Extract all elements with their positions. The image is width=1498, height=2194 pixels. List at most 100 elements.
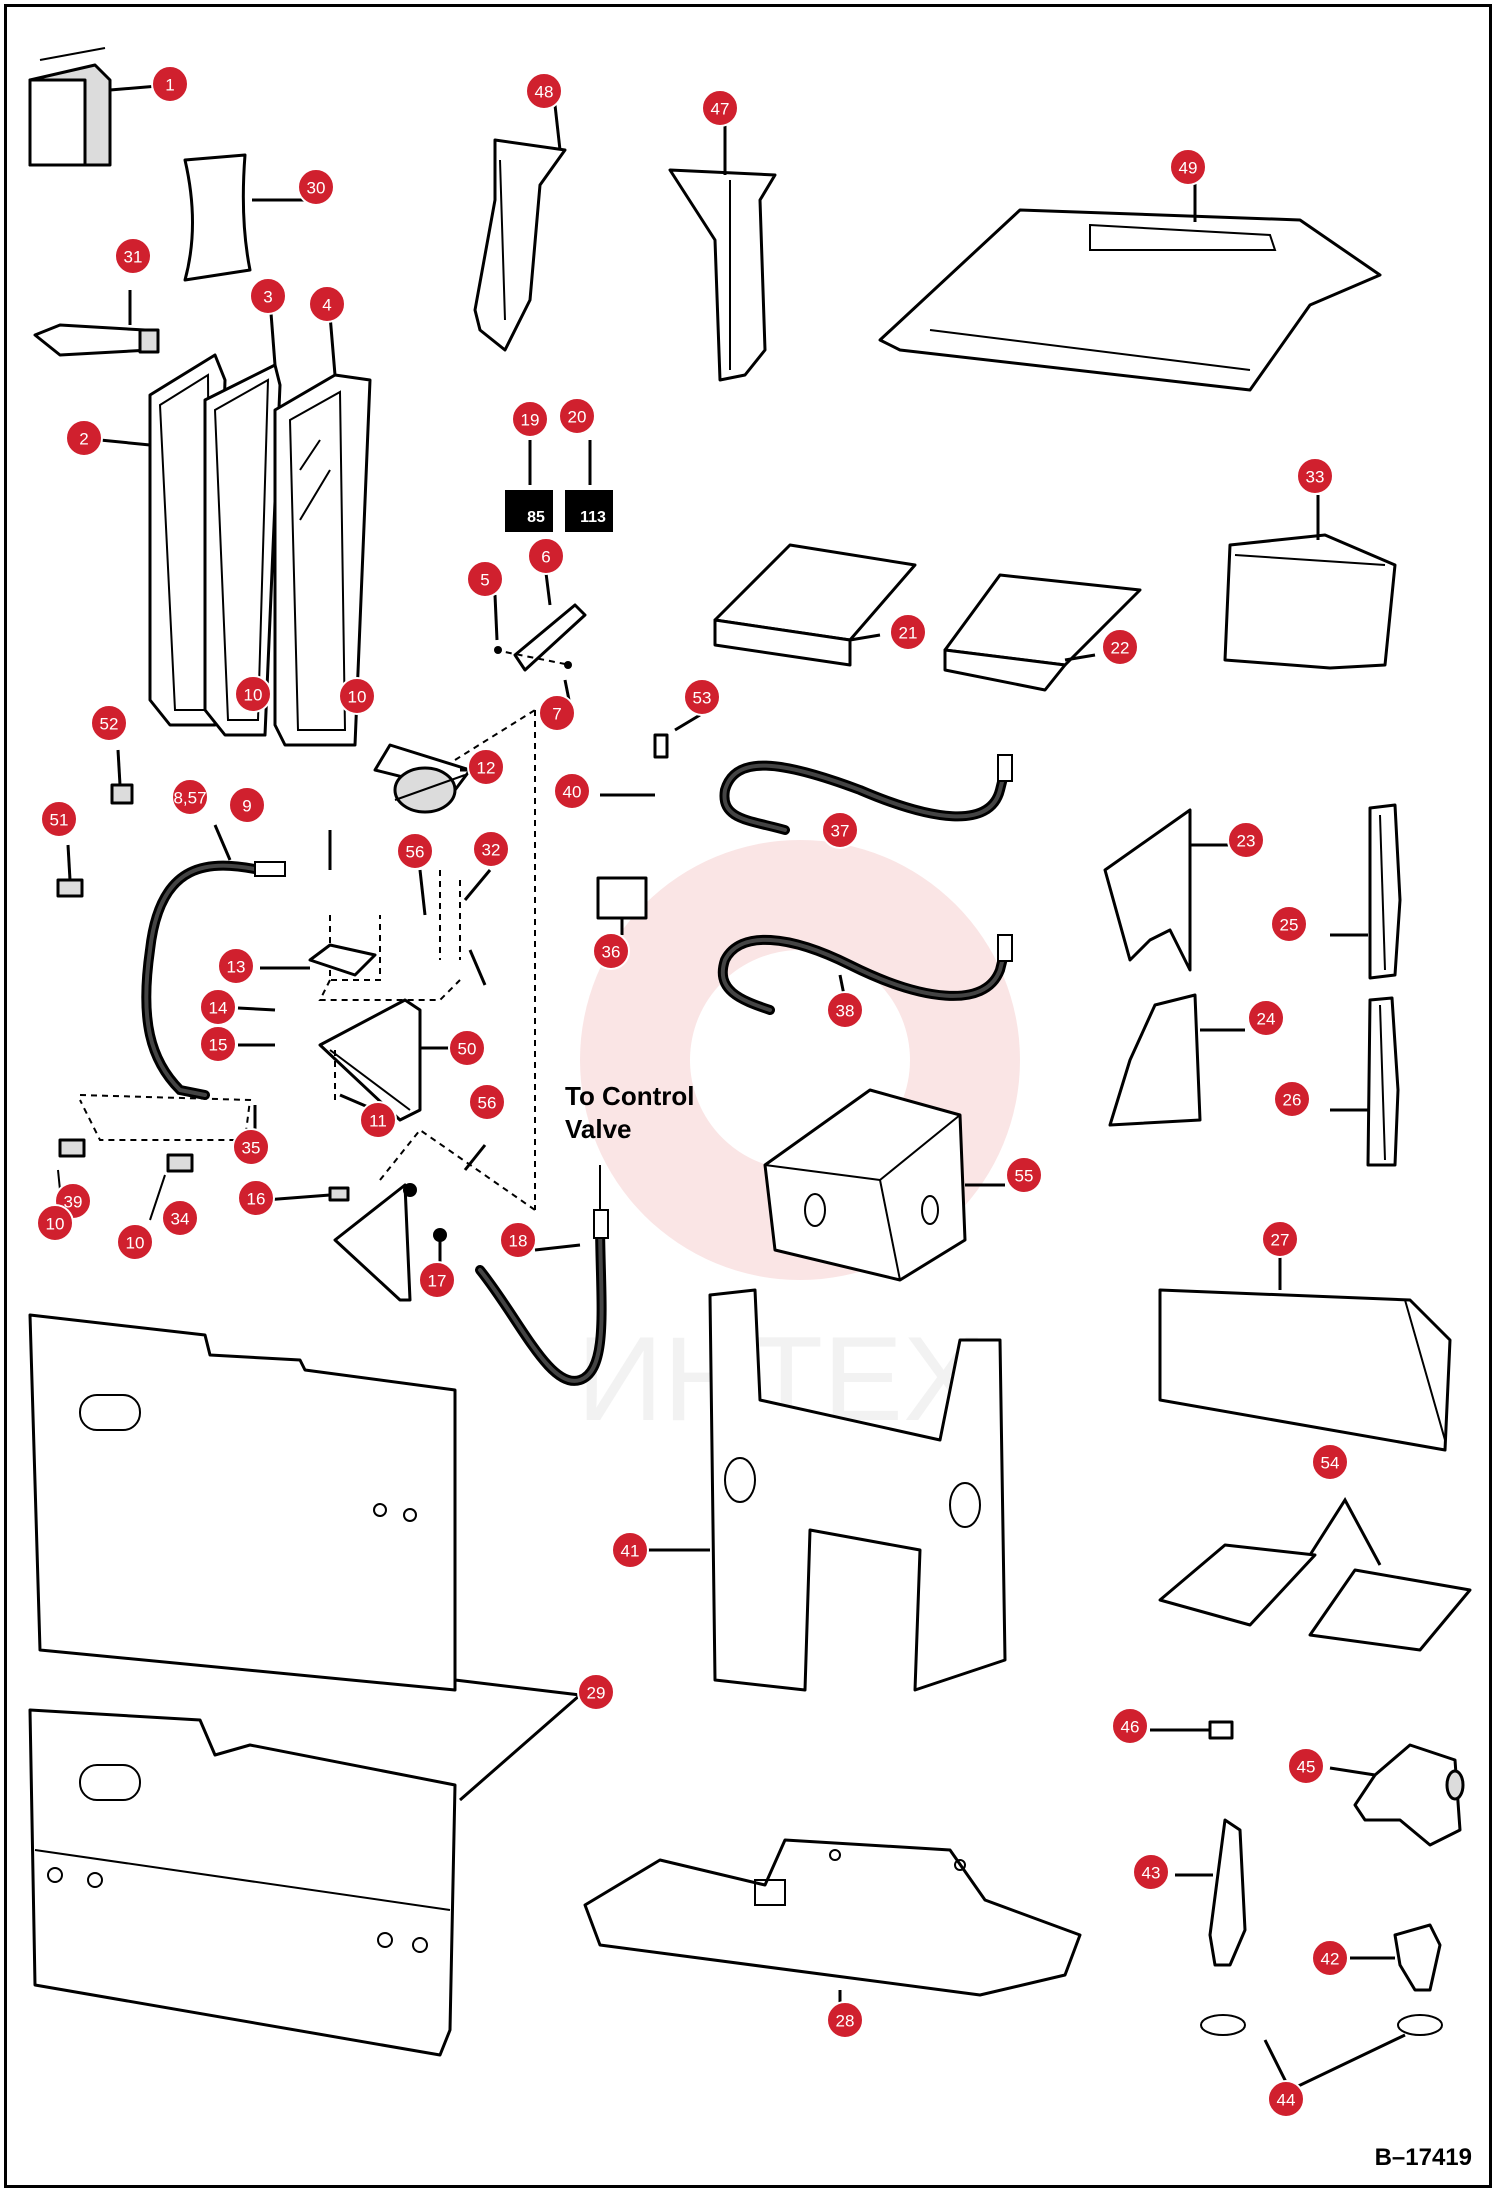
part-40-53-screw — [600, 713, 701, 797]
callout-40: 40 — [553, 772, 591, 810]
callout-32: 32 — [472, 830, 510, 868]
callout-6: 6 — [527, 537, 565, 575]
svg-text:6: 6 — [541, 548, 550, 567]
svg-text:30: 30 — [307, 179, 326, 198]
svg-text:7: 7 — [552, 705, 561, 724]
part-12-canister — [373, 709, 536, 1210]
svg-text:4: 4 — [322, 296, 331, 315]
callout-55: 55 — [1005, 1156, 1043, 1194]
svg-text:17: 17 — [428, 1272, 447, 1291]
callout-10: 10 — [234, 675, 272, 713]
svg-text:19: 19 — [521, 411, 540, 430]
part-44-clamps — [1200, 2014, 1443, 2092]
svg-text:10: 10 — [46, 1215, 65, 1234]
svg-text:18: 18 — [509, 1232, 528, 1251]
svg-text:15: 15 — [209, 1036, 228, 1055]
callout-51: 51 — [40, 800, 78, 838]
svg-text:45: 45 — [1297, 1758, 1316, 1777]
part-55-cover — [763, 1088, 1005, 1282]
callout-14: 14 — [199, 988, 237, 1026]
part-30-bracket — [183, 153, 310, 282]
svg-text:52: 52 — [100, 715, 119, 734]
part-43-spout — [1175, 1818, 1247, 1967]
svg-text:33: 33 — [1306, 468, 1325, 487]
svg-text:10: 10 — [348, 688, 367, 707]
callout-44: 44 — [1267, 2080, 1305, 2118]
callout-37: 37 — [821, 811, 859, 849]
svg-text:44: 44 — [1277, 2091, 1296, 2110]
part-49-roof-liner — [878, 180, 1382, 392]
svg-text:26: 26 — [1283, 1091, 1302, 1110]
callout-52: 52 — [90, 704, 128, 742]
callout-4: 4 — [308, 285, 346, 323]
part-25-panel — [1330, 803, 1402, 980]
callout-36: 36 — [592, 932, 630, 970]
callout-28: 28 — [826, 2001, 864, 2039]
svg-text:54: 54 — [1321, 1454, 1340, 1473]
svg-text:48: 48 — [535, 83, 554, 102]
callout-34: 34 — [161, 1199, 199, 1237]
callout-11: 11 — [359, 1101, 397, 1139]
callout-17: 17 — [418, 1261, 456, 1299]
callout-20: 20 — [558, 397, 596, 435]
callout-56: 56 — [468, 1083, 506, 1121]
annotation-line-1: To Control — [565, 1081, 694, 1111]
part-29-door-panels — [28, 1313, 584, 2057]
part-17-bracket — [333, 1183, 447, 1302]
part-21-pad — [713, 543, 917, 667]
callout-3: 3 — [249, 277, 287, 315]
svg-text:37: 37 — [831, 822, 850, 841]
part-50-mount — [318, 998, 450, 1122]
callout-1: 1 — [151, 65, 189, 103]
callout-18: 18 — [499, 1221, 537, 1259]
callout-38: 38 — [826, 991, 864, 1029]
diagram-frame — [4, 4, 1492, 2188]
svg-text:50: 50 — [458, 1040, 477, 1059]
callout-47: 47 — [701, 89, 739, 127]
part-47-pillar — [668, 110, 777, 382]
svg-text:1: 1 — [165, 76, 174, 95]
part-54-pads — [1158, 1497, 1472, 1652]
callout-53: 53 — [683, 678, 721, 716]
svg-text:36: 36 — [602, 943, 621, 962]
svg-text:43: 43 — [1142, 1864, 1161, 1883]
callout-12: 12 — [467, 748, 505, 786]
svg-text:10: 10 — [244, 686, 263, 705]
callout-13: 13 — [217, 947, 255, 985]
part-42-elbow — [1350, 1923, 1442, 1992]
callout-54: 54 — [1311, 1443, 1349, 1481]
part-41-plate — [645, 1288, 1007, 1692]
svg-text:3: 3 — [263, 288, 272, 307]
part-28-floor-plate — [583, 1838, 1082, 2010]
callout-10: 10 — [116, 1223, 154, 1261]
part-23-panel — [1103, 808, 1230, 972]
callout-5: 5 — [466, 560, 504, 598]
svg-text:22: 22 — [1111, 639, 1130, 658]
svg-text:31: 31 — [124, 248, 143, 267]
svg-text:41: 41 — [621, 1542, 640, 1561]
svg-text:35: 35 — [242, 1139, 261, 1158]
svg-text:25: 25 — [1280, 916, 1299, 935]
hose-18 — [475, 1165, 609, 1386]
callout-43: 43 — [1132, 1853, 1170, 1891]
part-22-pad — [943, 573, 1142, 692]
svg-text:2: 2 — [79, 430, 88, 449]
callout-19: 19 — [511, 400, 549, 438]
part-26-panel — [1330, 996, 1400, 1167]
svg-text:85: 85 — [527, 509, 545, 526]
part-31-tube — [33, 290, 160, 357]
callout-23: 23 — [1227, 821, 1265, 859]
hose-37 — [719, 754, 1013, 835]
svg-text:5: 5 — [480, 571, 489, 590]
callout-16: 16 — [237, 1179, 275, 1217]
part-46-screw — [1150, 1720, 1234, 1740]
part-36-plate — [596, 876, 648, 935]
hose-8-57 — [141, 824, 286, 1100]
svg-text:51: 51 — [50, 811, 69, 830]
callout-8-57: 8,57 — [171, 778, 209, 816]
callout-45: 45 — [1287, 1747, 1325, 1785]
svg-text:10: 10 — [126, 1234, 145, 1253]
callout-46: 46 — [1111, 1707, 1149, 1745]
svg-text:8,57: 8,57 — [173, 789, 206, 808]
